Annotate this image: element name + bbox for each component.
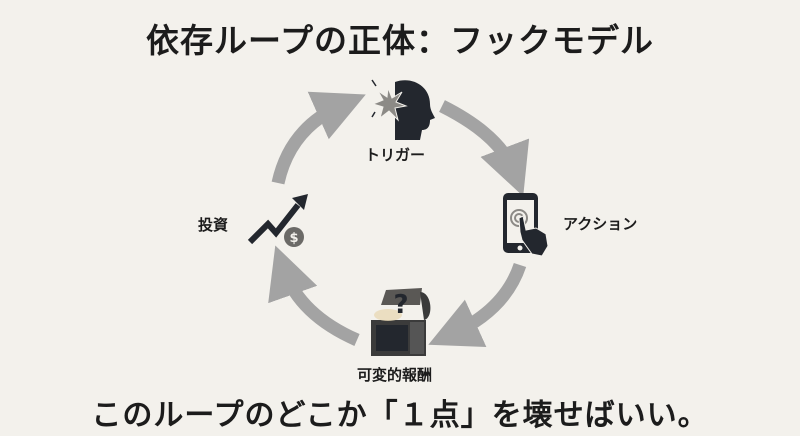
svg-text:?: ? [393,290,408,320]
arrow-reward-to-investment [268,245,360,346]
step-label-reward: 可変的報酬 [357,366,433,384]
conclusion-text: このループのどこか「１点」を壊せばいい。 [91,398,709,433]
page-title: 依存ループの正体：フックモデル [145,21,655,60]
mystery-chest-icon: ? [371,288,431,356]
step-label-trigger: トリガー [365,146,426,164]
growth-investment-icon: $ [247,194,308,247]
arrow-investment-to-trigger [271,91,366,185]
step-label-investment: 投資 [198,216,229,234]
cycle-arrows [268,91,530,347]
arrow-action-to-reward [428,262,527,347]
dollar-icon: $ [289,231,298,246]
step-label-action: アクション [563,215,638,233]
phone-tap-icon [503,193,549,257]
head-with-spark-icon [371,79,435,140]
arrow-trigger-to-action [439,100,530,197]
